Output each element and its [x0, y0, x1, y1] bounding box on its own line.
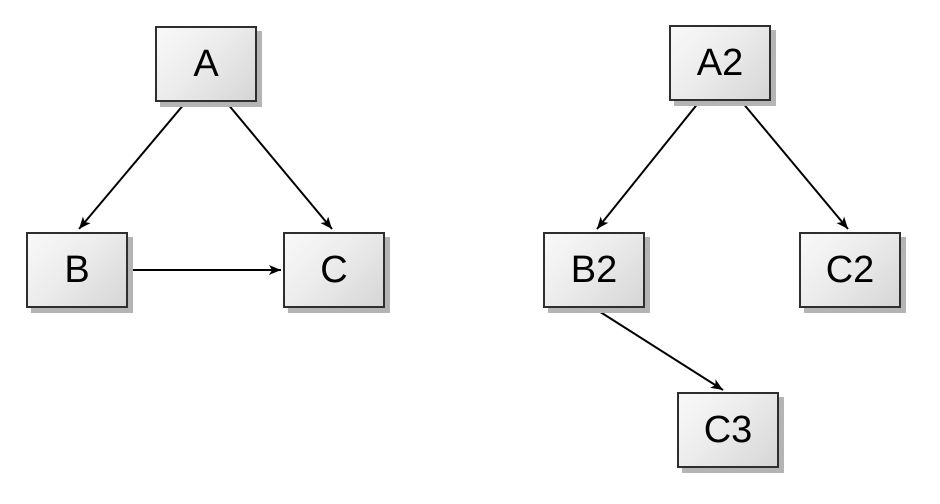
edge-A-B: [78, 102, 186, 230]
edge-A2-B2: [596, 101, 700, 230]
node-label: A2: [696, 42, 744, 84]
diagram-node-B: B: [26, 232, 128, 308]
edge-B2-C3: [593, 307, 724, 391]
edge-A-C: [226, 102, 333, 230]
node-label: C: [320, 249, 348, 291]
diagram-node-A2: A2: [669, 25, 771, 101]
edge-A2-C2: [741, 101, 849, 230]
diagram-node-A: A: [155, 26, 257, 102]
node-label: B2: [570, 249, 618, 291]
diagram-node-C: C: [283, 232, 385, 308]
node-label: C2: [825, 249, 875, 291]
node-label: B: [64, 249, 90, 291]
diagram-node-C2: C2: [799, 232, 901, 308]
diagram-node-C3: C3: [677, 392, 779, 468]
node-label: A: [193, 43, 219, 85]
node-label: C3: [703, 409, 753, 451]
diagram-node-B2: B2: [543, 232, 645, 308]
